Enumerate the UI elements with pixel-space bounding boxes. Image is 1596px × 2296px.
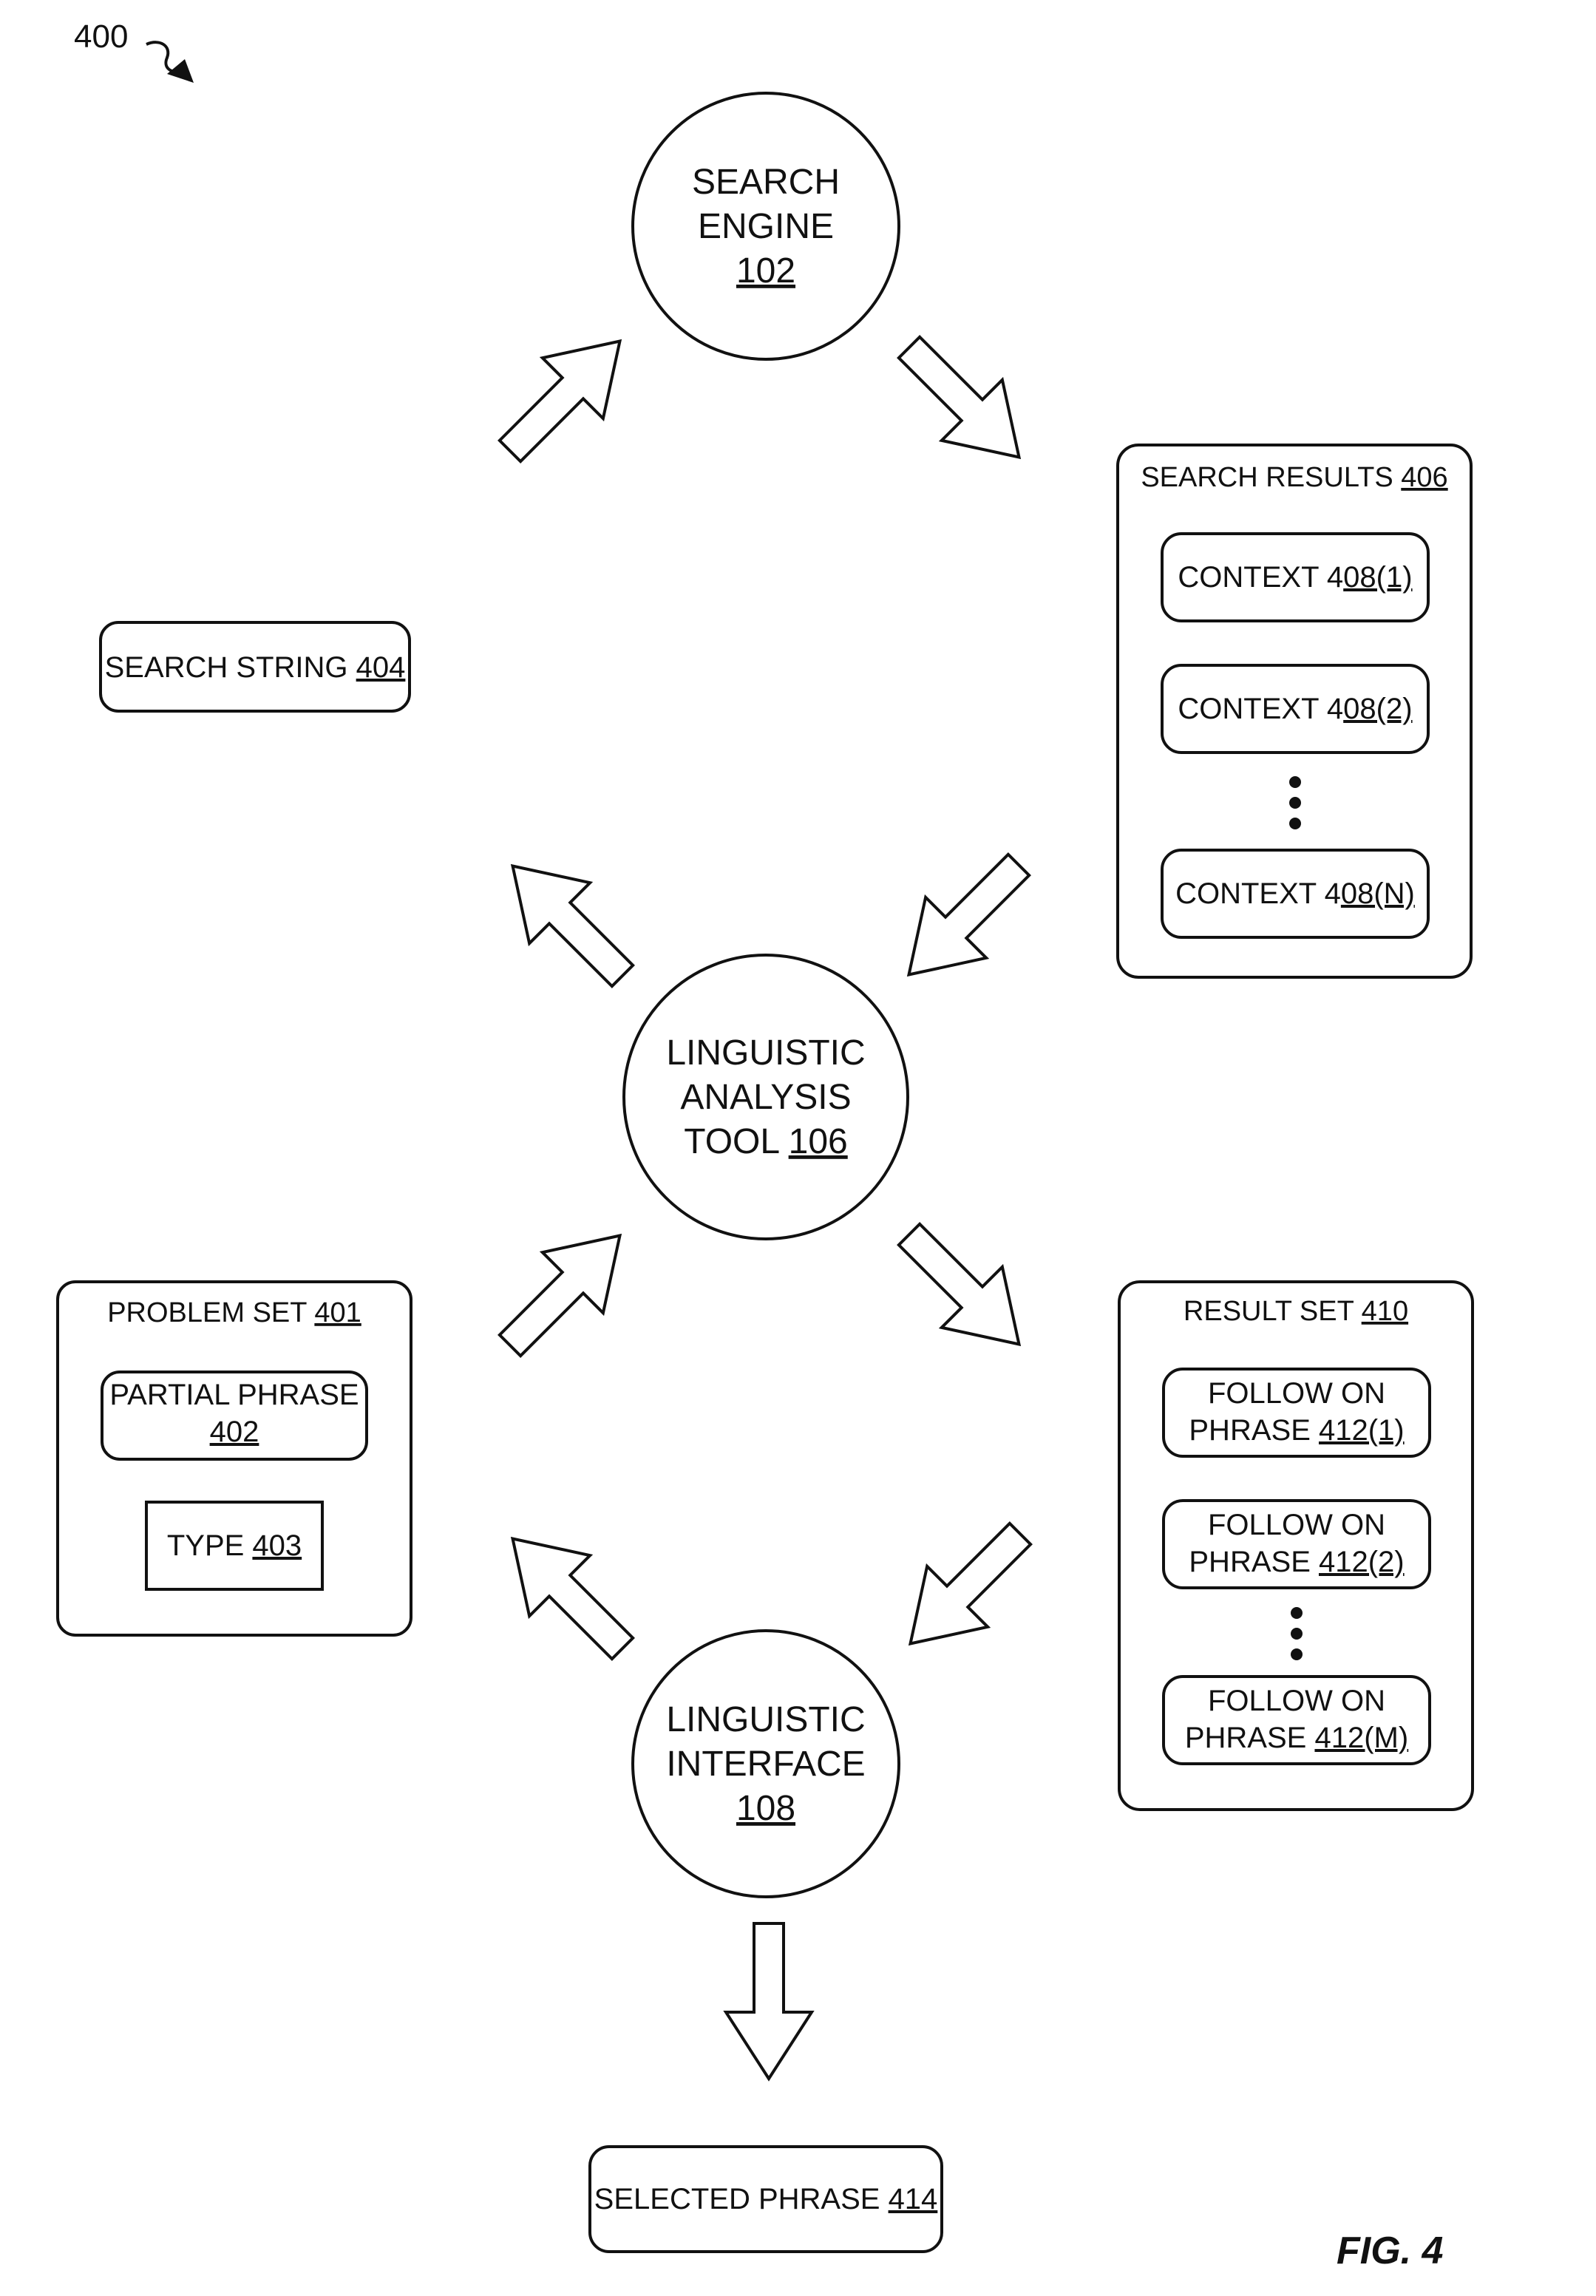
type-label: TYPE: [167, 1529, 253, 1562]
result-set-ref: 410: [1362, 1296, 1408, 1327]
context-n-label: CONTEXT 4: [1175, 877, 1341, 910]
follow-on-ellipsis: [1291, 1607, 1303, 1660]
follow-on-1-line2: PHRASE 412(1): [1189, 1414, 1404, 1447]
arrow-results-to-analysis: [878, 835, 1049, 1005]
arrow-interface-to-problem-set: [482, 1508, 653, 1679]
search-results-ref: 406: [1401, 462, 1447, 493]
context-1-label: CONTEXT 4: [1178, 561, 1343, 594]
follow-on-m-label: PHRASE: [1185, 1722, 1315, 1754]
type-text: TYPE 403: [167, 1529, 302, 1562]
follow-on-2-line1: FOLLOW ON: [1208, 1509, 1385, 1541]
type-ref: 403: [252, 1529, 302, 1562]
selected-phrase-label: SELECTED PHRASE: [594, 2183, 889, 2215]
arrow-analysis-to-result-set: [879, 1204, 1050, 1375]
follow-on-m-ref: 412(M): [1314, 1722, 1408, 1754]
problem-set-title: PROBLEM SET 401: [107, 1297, 361, 1328]
context-1-ref: 08(1): [1343, 561, 1412, 594]
search-results-box: SEARCH RESULTS 406 CONTEXT 408(1) CONTEX…: [1118, 445, 1471, 977]
search-results-title: SEARCH RESULTS 406: [1141, 462, 1447, 493]
follow-on-2-ref: 412(2): [1319, 1546, 1405, 1578]
analysis-tool-label: TOOL: [684, 1122, 788, 1161]
result-set-title: RESULT SET 410: [1184, 1296, 1408, 1327]
search-string-label: SEARCH STRING: [105, 651, 356, 684]
interface-line1: LINGUISTIC: [666, 1700, 865, 1739]
arrow-result-set-to-interface: [880, 1504, 1050, 1674]
problem-set-label: PROBLEM SET: [107, 1297, 314, 1328]
partial-phrase-label: PARTIAL PHRASE: [109, 1379, 359, 1411]
search-engine-line1: SEARCH: [692, 163, 840, 202]
context-2-label: CONTEXT 4: [1178, 693, 1343, 725]
search-string-ref: 404: [356, 651, 406, 684]
result-set-box: RESULT SET 410 FOLLOW ON PHRASE 412(1) F…: [1119, 1282, 1473, 1810]
follow-on-1-line1: FOLLOW ON: [1208, 1377, 1385, 1410]
analysis-tool-line1: LINGUISTIC: [666, 1033, 865, 1073]
follow-on-1-ref: 412(1): [1319, 1414, 1405, 1447]
analysis-tool-line2: ANALYSIS: [680, 1078, 851, 1117]
follow-on-m-line1: FOLLOW ON: [1208, 1685, 1385, 1717]
arrow-problem-set-to-analysis: [480, 1205, 651, 1376]
arrow-interface-to-selected-phrase: [726, 1923, 812, 2079]
analysis-tool-line3: TOOL 106: [684, 1122, 847, 1161]
interface-line2: INTERFACE: [666, 1745, 865, 1784]
figure-reference: 400: [74, 18, 194, 83]
follow-on-2-line2: PHRASE 412(2): [1189, 1546, 1404, 1578]
figure-ref-arrowhead: [167, 59, 194, 83]
search-results-label: SEARCH RESULTS: [1141, 462, 1401, 493]
problem-set-box: PROBLEM SET 401 PARTIAL PHRASE 402 TYPE …: [58, 1282, 411, 1635]
follow-on-2-label: PHRASE: [1189, 1546, 1319, 1578]
figure-label: FIG. 4: [1337, 2229, 1444, 2272]
interface-ref: 108: [736, 1789, 795, 1828]
problem-set-ref: 401: [314, 1297, 361, 1328]
search-engine-line2: ENGINE: [698, 207, 834, 246]
context-2-text: CONTEXT 408(2): [1178, 693, 1412, 725]
search-string-text: SEARCH STRING 404: [105, 651, 406, 684]
selected-phrase-box: SELECTED PHRASE 414: [590, 2147, 942, 2252]
search-string-box: SEARCH STRING 404: [101, 622, 410, 711]
linguistic-analysis-tool-node: LINGUISTIC ANALYSIS TOOL 106: [624, 955, 908, 1239]
analysis-tool-ref: 106: [789, 1122, 848, 1161]
context-1-text: CONTEXT 408(1): [1178, 561, 1412, 594]
context-n-text: CONTEXT 408(N): [1175, 877, 1415, 910]
search-engine-ref: 102: [736, 251, 795, 291]
arrow-analysis-to-search-string: [482, 835, 653, 1006]
result-set-label: RESULT SET: [1184, 1296, 1362, 1327]
linguistic-interface-node: LINGUISTIC INTERFACE 108: [633, 1631, 899, 1897]
follow-on-m-line2: PHRASE 412(M): [1185, 1722, 1408, 1754]
arrow-search-string-to-engine: [480, 310, 651, 481]
partial-phrase-ref: 402: [210, 1416, 259, 1448]
context-2-ref: 08(2): [1343, 693, 1412, 725]
context-n-ref: 08(N): [1341, 877, 1415, 910]
follow-on-1-label: PHRASE: [1189, 1414, 1319, 1447]
selected-phrase-text: SELECTED PHRASE 414: [594, 2183, 938, 2215]
selected-phrase-ref: 414: [889, 2183, 938, 2215]
arrow-engine-to-results: [879, 317, 1050, 488]
figure-ref-number: 400: [74, 18, 128, 55]
context-ellipsis: [1289, 776, 1301, 829]
search-engine-node: SEARCH ENGINE 102: [633, 93, 899, 359]
